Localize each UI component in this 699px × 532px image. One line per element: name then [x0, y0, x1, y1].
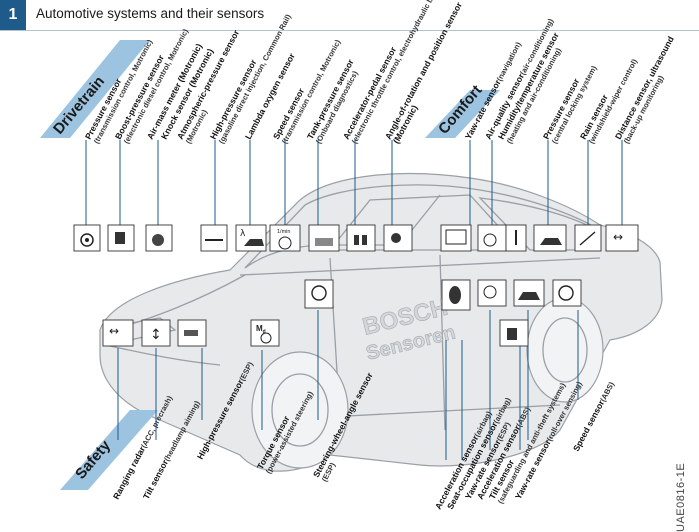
svg-text:↕: ↕ — [150, 327, 162, 343]
angle-rotation-icon — [383, 224, 413, 252]
svg-text:1/min: 1/min — [277, 229, 290, 235]
car-front-wheel-rim — [271, 373, 329, 447]
thermometer-icon — [505, 224, 527, 252]
car-beltline — [239, 257, 601, 276]
tilt-updown-icon: ↕ — [141, 319, 171, 347]
tilt-theft-icon — [499, 319, 529, 347]
pressure-gear-icon — [73, 224, 101, 252]
speed-gauge-icon: 1/min — [269, 224, 301, 252]
high-pressure-icon — [200, 224, 228, 252]
leader-lines — [85, 140, 623, 460]
rain-wiper-icon — [574, 224, 602, 252]
svg-text:↔: ↔ — [613, 230, 623, 244]
reference-code: UAE0816-1E — [675, 462, 687, 532]
drivetrain-labels: Pressure sensor(transmission control, Mo… — [83, 0, 464, 145]
figure-title: Automotive systems and their sensors — [36, 6, 265, 21]
car-roof — [244, 184, 601, 269]
sensor-icons-top-row: λ 1/min ↔ — [73, 224, 639, 252]
air-quality-icon — [477, 224, 507, 252]
wheel-speed-icon — [552, 279, 582, 307]
figure-number: 1 — [0, 0, 26, 30]
lambda-car-icon: λ — [235, 224, 267, 252]
svg-text:↔: ↔ — [109, 324, 119, 338]
figure-header: 1 Automotive systems and their sensors — [0, 0, 699, 31]
tank-pressure-icon — [308, 224, 340, 252]
radar-arrows-icon: ↔ — [102, 319, 134, 347]
sensor-icons-lower: ↔ ↕ Md — [102, 279, 582, 347]
accelerator-pedal-icon — [346, 224, 376, 252]
car-rear-wheel-rim — [542, 317, 588, 383]
svg-text:λ: λ — [240, 229, 246, 239]
esp-pressure-icon — [177, 319, 207, 347]
airbag-icon — [441, 279, 471, 311]
air-mass-knock-icon — [145, 224, 173, 252]
vehicle-accel-icon — [513, 279, 545, 307]
car-front-wheel — [251, 351, 349, 469]
yaw-rate-esp-icon — [477, 279, 507, 307]
torque-icon: Md — [250, 319, 280, 347]
comfort-labels: Yaw-rate sensor(navigation) Air-quality … — [463, 17, 676, 146]
steering-wheel-icon — [304, 279, 334, 309]
car-door-line-2 — [439, 254, 446, 431]
svg-text:Md: Md — [256, 324, 266, 335]
distance-arrows-icon: ↔ — [605, 224, 639, 252]
car-key-icon — [533, 224, 567, 252]
boost-pressure-icon — [107, 224, 135, 252]
car-bumper — [104, 344, 221, 366]
navigation-icon — [440, 224, 472, 252]
